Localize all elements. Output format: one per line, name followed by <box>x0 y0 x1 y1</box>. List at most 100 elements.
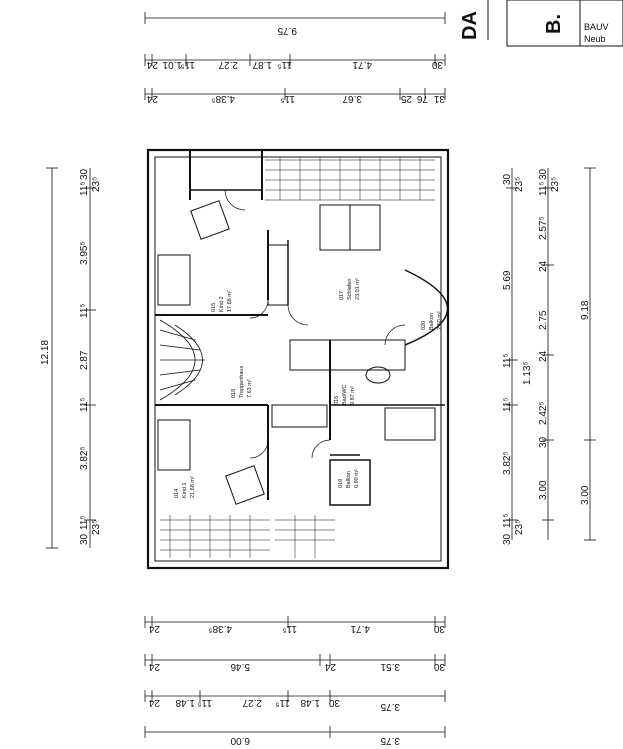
dim-right-b-0: 3.00 <box>538 480 549 500</box>
dim-top-r3-3: 3.67 <box>342 93 362 104</box>
dim-bot-r4-1: 3.75 <box>380 735 400 746</box>
dim-right-a-4: 11⁵ <box>502 397 513 412</box>
room-018-number: 018 <box>231 389 237 398</box>
title-block: DA B. BAUV Neub <box>459 0 623 47</box>
dim-bot-r3-6: 30 <box>328 697 340 708</box>
dim-left-6: 11⁵ <box>79 303 90 318</box>
dim-right-a-1: 11⁵ <box>502 513 513 528</box>
dim-top-r2-1: 1.01 <box>162 59 182 70</box>
title-label-b: B. <box>543 14 565 34</box>
title-line-2: Neub <box>584 34 606 44</box>
dim-bot-r3-1: 1.48 <box>175 697 195 708</box>
dim-left-3: 3.82⁵ <box>79 446 90 470</box>
dim-top-r3-5: 76 <box>416 93 428 104</box>
dim-bot-r1-0: 24 <box>148 623 160 634</box>
room-labels: 014 Kind 1 21.68 m² 015 Kind 2 17.66 m² … <box>174 278 443 498</box>
dim-bot-r2-3: 3.51 <box>380 661 400 672</box>
room-018: 018 Treppenhaus 7.63 m² <box>231 366 253 398</box>
balcony-outlines <box>329 269 448 506</box>
dim-right-b-6: 24 <box>538 260 549 272</box>
dim-bot-r1-1: 4.38⁵ <box>208 623 232 634</box>
dim-top-r2-4: 1.87 <box>252 59 272 70</box>
room-014-area: 21.68 m² <box>190 476 196 498</box>
furniture <box>157 200 436 505</box>
dim-bot-r2-2: 24 <box>324 661 336 672</box>
room-015: 015 Kind 2 17.66 m² <box>211 290 233 312</box>
room-020-area: 2.50 m² <box>437 311 443 330</box>
staircase <box>159 319 205 401</box>
dim-top-r3-2: 11⁵ <box>280 93 295 104</box>
left-dimension-labels: 12.18 30 11⁵ 23⁵ 3.82⁵ 11⁵ 2.87 11⁵ 3.95… <box>40 168 102 545</box>
dim-right-b-9: 30 <box>538 168 549 180</box>
dim-bot-r3-4: 11⁵ <box>275 697 290 708</box>
room-016-name: Bad/WC <box>342 384 348 405</box>
top-dimension-rows <box>144 12 446 100</box>
dim-left-0: 30 <box>79 533 90 545</box>
dim-right-b-2: 2.42⁵ <box>538 401 549 425</box>
dim-top-r2-7: 30 <box>431 59 443 70</box>
dim-top-r2-3: 2.27 <box>218 59 238 70</box>
building-walls <box>146 148 450 570</box>
dim-right-b-1: 30 <box>538 436 549 448</box>
right-dimension-lines <box>506 167 596 541</box>
dim-left-1: 11⁵ <box>79 515 90 530</box>
room-016: 016 Bad/WC 9.87 m² <box>334 384 356 405</box>
dim-left-8: 11⁵ <box>79 181 90 196</box>
room-018-area: 7.63 m² <box>247 379 253 398</box>
dim-left-2: 23⁵ <box>91 520 102 535</box>
dim-right-a-7: 30 <box>502 173 513 185</box>
dim-top-total: 9.75 <box>277 25 297 36</box>
dim-left-5: 2.87 <box>79 350 90 370</box>
dim-bot-r4-0: 6.00 <box>230 735 250 746</box>
dim-bot-r3-7: 3.75 <box>380 701 400 712</box>
dim-right-c-1: 9.18 <box>580 300 591 320</box>
room-019: 019 Balkon 0.90 m² <box>338 469 360 488</box>
room-014: 014 Kind 1 21.68 m² <box>174 476 196 498</box>
dim-right-b-3: 1.13⁵ <box>522 361 533 385</box>
dim-right-a-0: 30 <box>502 533 513 545</box>
dim-bot-r2-0: 24 <box>148 661 160 672</box>
dim-top-r2-5: 11⁵ <box>277 59 292 70</box>
room-017: 017 Schlafen 23.01 m² <box>339 278 361 300</box>
room-020-number: 020 <box>421 321 427 330</box>
room-016-area: 9.87 m² <box>350 386 356 405</box>
dim-right-a-3: 3.82⁵ <box>502 451 513 475</box>
dim-right-a-6: 11⁵ <box>502 353 513 368</box>
dim-right-b-10: 23⁵ <box>550 177 561 192</box>
room-015-name: Kind 2 <box>219 296 225 312</box>
dim-top-r3-4: 25 <box>400 93 412 104</box>
sheet-letters: DA <box>459 11 481 40</box>
room-015-area: 17.66 m² <box>227 290 233 312</box>
room-017-name: Schlafen <box>347 279 353 300</box>
roof-hatching-verticals <box>169 157 421 558</box>
room-014-name: Kind 1 <box>182 482 188 498</box>
bottom-dimension-rows <box>144 616 446 738</box>
dim-right-a-5: 5.69 <box>502 270 513 290</box>
dim-top-r2-2: 11⁵ <box>180 59 195 70</box>
room-020-name: Balkon <box>429 313 435 330</box>
dim-top-r3-1: 4.38⁵ <box>211 93 235 104</box>
door-swings <box>224 189 406 459</box>
dim-right-b-7: 2.57⁵ <box>538 216 549 240</box>
dim-top-r2-6: 4.71 <box>352 59 372 70</box>
dim-bot-r1-3: 4.71 <box>350 623 370 634</box>
room-014-number: 014 <box>174 489 180 498</box>
dim-top-r3-0: 24 <box>146 93 158 104</box>
dim-right-b-5: 2.75 <box>538 310 549 330</box>
dim-bot-r3-0: 24 <box>148 697 160 708</box>
room-018-name: Treppenhaus <box>239 366 245 398</box>
top-dimension-labels: 9.75 24 1.01 11⁵ 2.27 1.87 11⁵ 4.71 30 2… <box>146 25 445 104</box>
dim-bot-r2-4: 30 <box>433 661 445 672</box>
dim-bot-r3-3: 2.27 <box>242 697 262 708</box>
dim-bot-r1-2: 11⁵ <box>282 623 297 634</box>
dim-left-4: 11⁵ <box>79 397 90 412</box>
dim-bot-r3-5: 1.48 <box>300 697 320 708</box>
room-016-number: 016 <box>334 396 340 405</box>
dim-right-a-2: 23⁵ <box>514 520 525 535</box>
dim-top-r3-6: 31 <box>433 93 445 104</box>
dim-right-a-8: 23⁵ <box>514 177 525 192</box>
room-019-number: 019 <box>338 479 344 488</box>
room-019-name: Balkon <box>346 471 352 488</box>
